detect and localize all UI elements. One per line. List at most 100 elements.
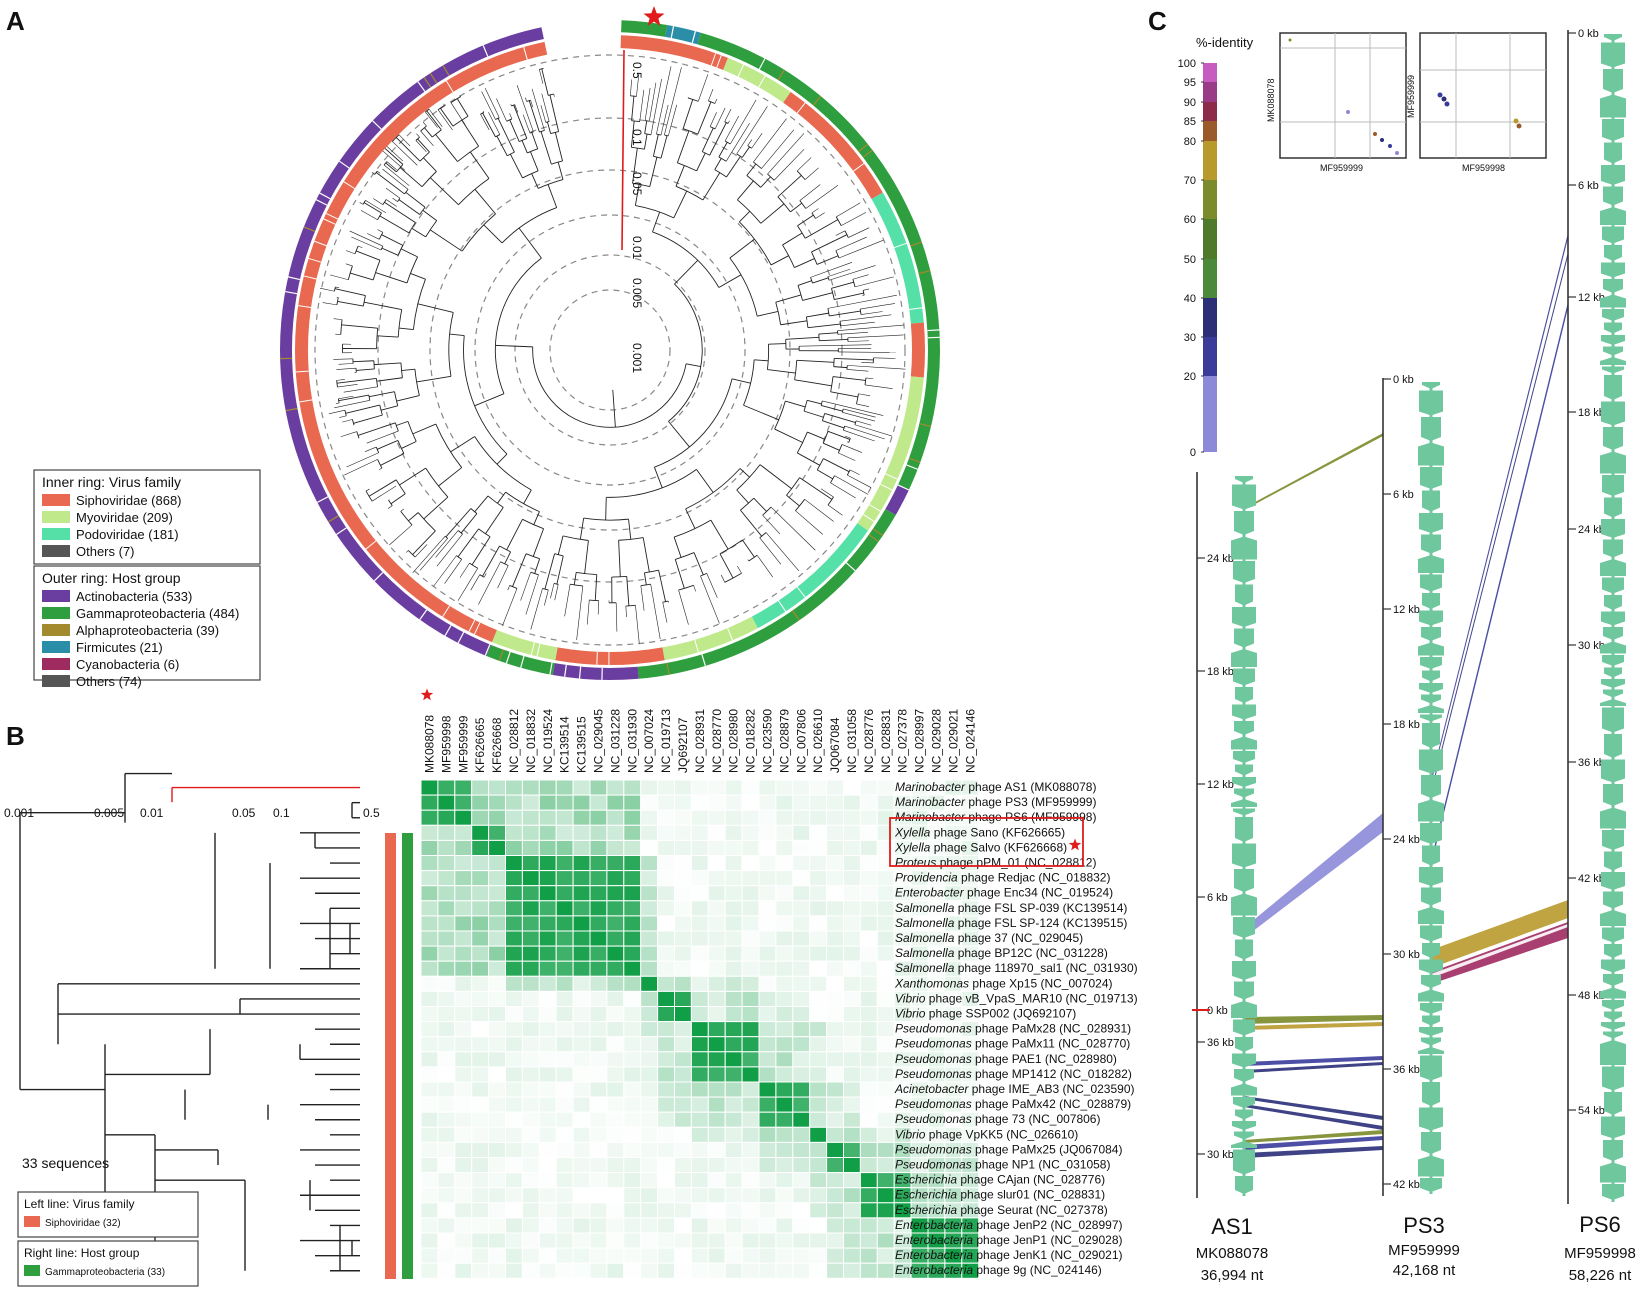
row-label-genus: Pseudomonas [895, 1158, 972, 1172]
tree-branch [697, 101, 712, 135]
heatmap-cell [843, 1066, 861, 1083]
scale-label: 0.01 [140, 806, 164, 820]
heatmap-cell [707, 1036, 726, 1053]
gene-arrow [1602, 655, 1624, 666]
heatmap-cell [724, 1202, 743, 1219]
tree-leaf-branch [730, 99, 757, 145]
row-label-genus: Marinobacter [895, 795, 966, 809]
heatmap-cell [606, 900, 625, 917]
heatmap-cell [690, 1157, 709, 1174]
tree-branch [405, 191, 426, 208]
heatmap-cell [606, 960, 625, 977]
tree-branch [532, 528, 545, 557]
heatmap-cell [843, 1081, 861, 1098]
family-ring-tick [796, 586, 806, 598]
gene-arrow [1235, 584, 1253, 606]
row-label-rest: phage Enc34 (NC_019524) [964, 886, 1113, 900]
heatmap-cell [538, 900, 557, 917]
heatmap-cell [488, 839, 507, 857]
heatmap-cell [437, 1157, 456, 1174]
heatmap-cell [623, 1021, 642, 1038]
identity-tick-label: 80 [1184, 136, 1196, 148]
tree-leaf-branch [630, 79, 632, 96]
heatmap-cell [809, 1006, 828, 1023]
heatmap-cell [589, 960, 608, 977]
heatmap-cell [775, 1157, 794, 1174]
heatmap-cell [707, 1187, 726, 1204]
heatmap-cell [876, 1262, 895, 1279]
tree-branch [632, 148, 638, 184]
legend-title: Inner ring: Virus family [42, 474, 181, 490]
heatmap-cell [471, 1036, 490, 1053]
heatmap-cell [690, 975, 709, 992]
heatmap-cell [690, 1247, 709, 1264]
scale-circle [377, 117, 843, 583]
tree-leaf-branch [338, 395, 354, 400]
family-ring-tick [445, 80, 454, 93]
genome-name: PS6 [1579, 1212, 1621, 1237]
gene-arrow [1601, 959, 1625, 973]
tree-branch [644, 120, 648, 134]
tree-branch [457, 528, 479, 558]
identity-color-band [1203, 82, 1217, 102]
heatmap-cell [555, 945, 574, 962]
axis-tick-label: 30 kb [1578, 640, 1605, 652]
heatmap-cell [775, 1141, 794, 1159]
gene-arrow [1421, 775, 1441, 798]
heatmap-cell [741, 1217, 760, 1234]
tree-branch [483, 224, 503, 244]
heatmap-cell [843, 960, 861, 977]
host-ring-tick [520, 655, 525, 668]
tree-leaf-branch [371, 485, 397, 502]
tree-leaf-branch [842, 412, 876, 422]
heatmap-cell [674, 1111, 692, 1128]
tree-arc [805, 316, 809, 328]
tree-leaf-branch [366, 430, 399, 444]
legend-item: Siphoviridae (32) [45, 1218, 121, 1229]
tree-arc [522, 518, 544, 530]
heatmap-cell [724, 779, 743, 796]
heatmap-cell [606, 1006, 625, 1023]
tree-arc [550, 131, 559, 135]
heatmap-cell [606, 1066, 625, 1083]
tree-leaf-branch [457, 568, 478, 601]
heatmap-cell [471, 1051, 490, 1068]
tree-arc [740, 497, 755, 511]
tree-arc [625, 604, 636, 607]
row-label-rest: phage PAE1 (NC_028980) [972, 1052, 1117, 1066]
heatmap-cell [758, 1157, 777, 1174]
tree-branch [746, 163, 757, 176]
heatmap-cell [589, 1081, 608, 1098]
heatmap-cell [454, 960, 473, 977]
host-ring-tick [919, 423, 932, 428]
tree-branch [417, 303, 454, 313]
tree-leaf-branch [357, 245, 363, 249]
heatmap-cell [724, 1096, 743, 1113]
host-ring-tick [429, 72, 438, 84]
axis-tick-label: 0 kb [1393, 374, 1414, 386]
heatmap-cell [758, 779, 777, 796]
heatmap-cell [741, 1096, 760, 1113]
heatmap-cell [724, 809, 743, 826]
column-label: NC_029045 [591, 709, 605, 773]
tree-leaf-branch [406, 550, 409, 553]
row-label-genus: Enterobacteria [895, 1263, 973, 1277]
heatmap-cell [538, 779, 557, 796]
heatmap-cell [606, 885, 625, 902]
tree-branch [497, 491, 506, 504]
heatmap-cell [488, 1066, 507, 1083]
heatmap-cell [640, 1157, 659, 1174]
identity-color-band [1203, 219, 1217, 259]
tree-branch [556, 555, 564, 585]
heatmap-cell [538, 945, 557, 962]
synteny-link [1431, 302, 1568, 866]
heatmap-cell [623, 1051, 642, 1068]
heatmap-cell [758, 1187, 777, 1204]
heatmap-cell [572, 1187, 591, 1204]
heatmap-cell [809, 839, 828, 857]
tree-branch [518, 227, 542, 259]
heatmap-cell [826, 779, 844, 796]
scale-bar: 0.001 0.005 0.01 0.05 0.1 0.5 [4, 806, 380, 820]
heatmap-cell [505, 1247, 523, 1264]
heatmap-cell [589, 1021, 608, 1038]
